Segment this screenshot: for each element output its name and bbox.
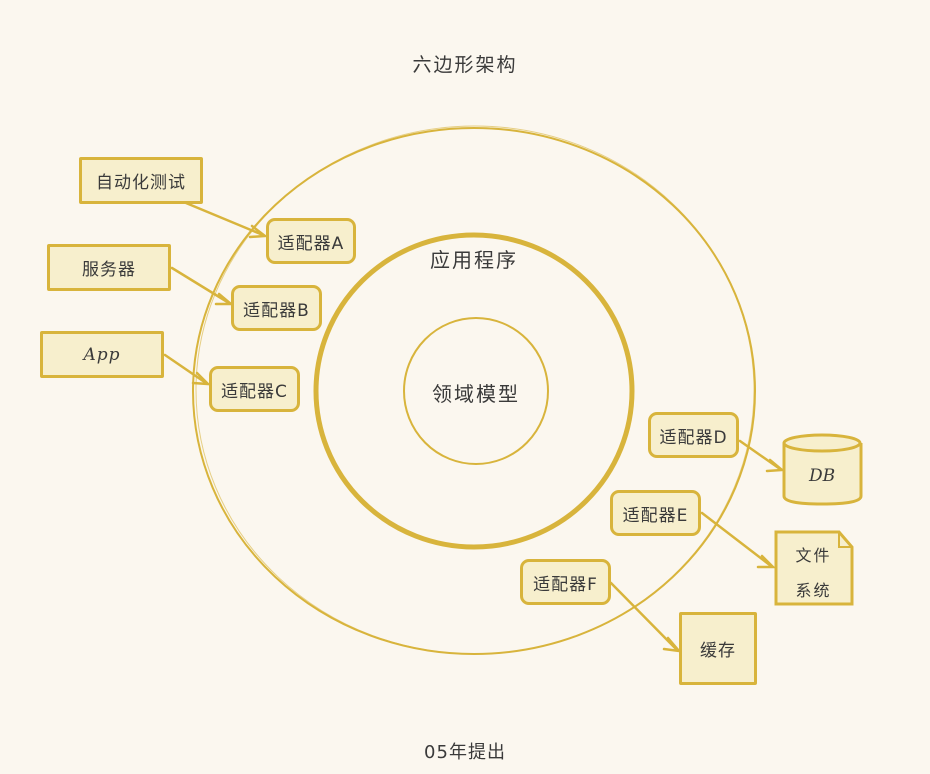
arrow-adapter-f-to-cache bbox=[609, 581, 679, 652]
input-server: 服务器 bbox=[47, 244, 171, 291]
inner-ring bbox=[403, 317, 549, 465]
middle-ring-label: 应用程序 bbox=[430, 248, 518, 272]
adapter-a: 适配器A bbox=[266, 218, 356, 264]
document-icon bbox=[774, 530, 854, 606]
diagram-footer: 05年提出 bbox=[424, 742, 506, 763]
diagram-title: 六边形架构 bbox=[412, 54, 518, 76]
filesystem-label-line1: 文件 bbox=[795, 546, 832, 565]
inner-ring-label: 领域模型 bbox=[432, 382, 520, 406]
filesystem-label: 文件 系统 bbox=[775, 538, 852, 608]
arrow-adapter-e-to-filesystem bbox=[700, 511, 773, 568]
filesystem-label-line2: 系统 bbox=[795, 581, 832, 600]
adapter-d: 适配器D bbox=[648, 412, 739, 458]
adapter-b: 适配器B bbox=[231, 285, 322, 331]
outer-ring-sketch bbox=[195, 125, 755, 655]
arrow-app-to-adapter-c bbox=[163, 353, 208, 385]
output-cache: 缓存 bbox=[679, 612, 757, 685]
db-cylinder-icon bbox=[782, 433, 863, 506]
adapter-e: 适配器E bbox=[610, 490, 701, 536]
adapter-f: 适配器F bbox=[520, 559, 611, 605]
arrowhead-e bbox=[756, 554, 777, 569]
middle-ring bbox=[313, 232, 635, 550]
arrow-server-to-adapter-b bbox=[170, 266, 231, 305]
arrowhead-a bbox=[248, 224, 269, 239]
input-auto-test: 自动化测试 bbox=[79, 157, 203, 204]
arrowhead-c bbox=[191, 371, 212, 386]
arrowhead-d bbox=[765, 458, 786, 473]
input-app: App bbox=[40, 331, 164, 378]
arrow-auto-test-to-adapter-a bbox=[184, 201, 265, 237]
adapter-c: 适配器C bbox=[209, 366, 300, 412]
db-label: DB bbox=[808, 466, 836, 486]
